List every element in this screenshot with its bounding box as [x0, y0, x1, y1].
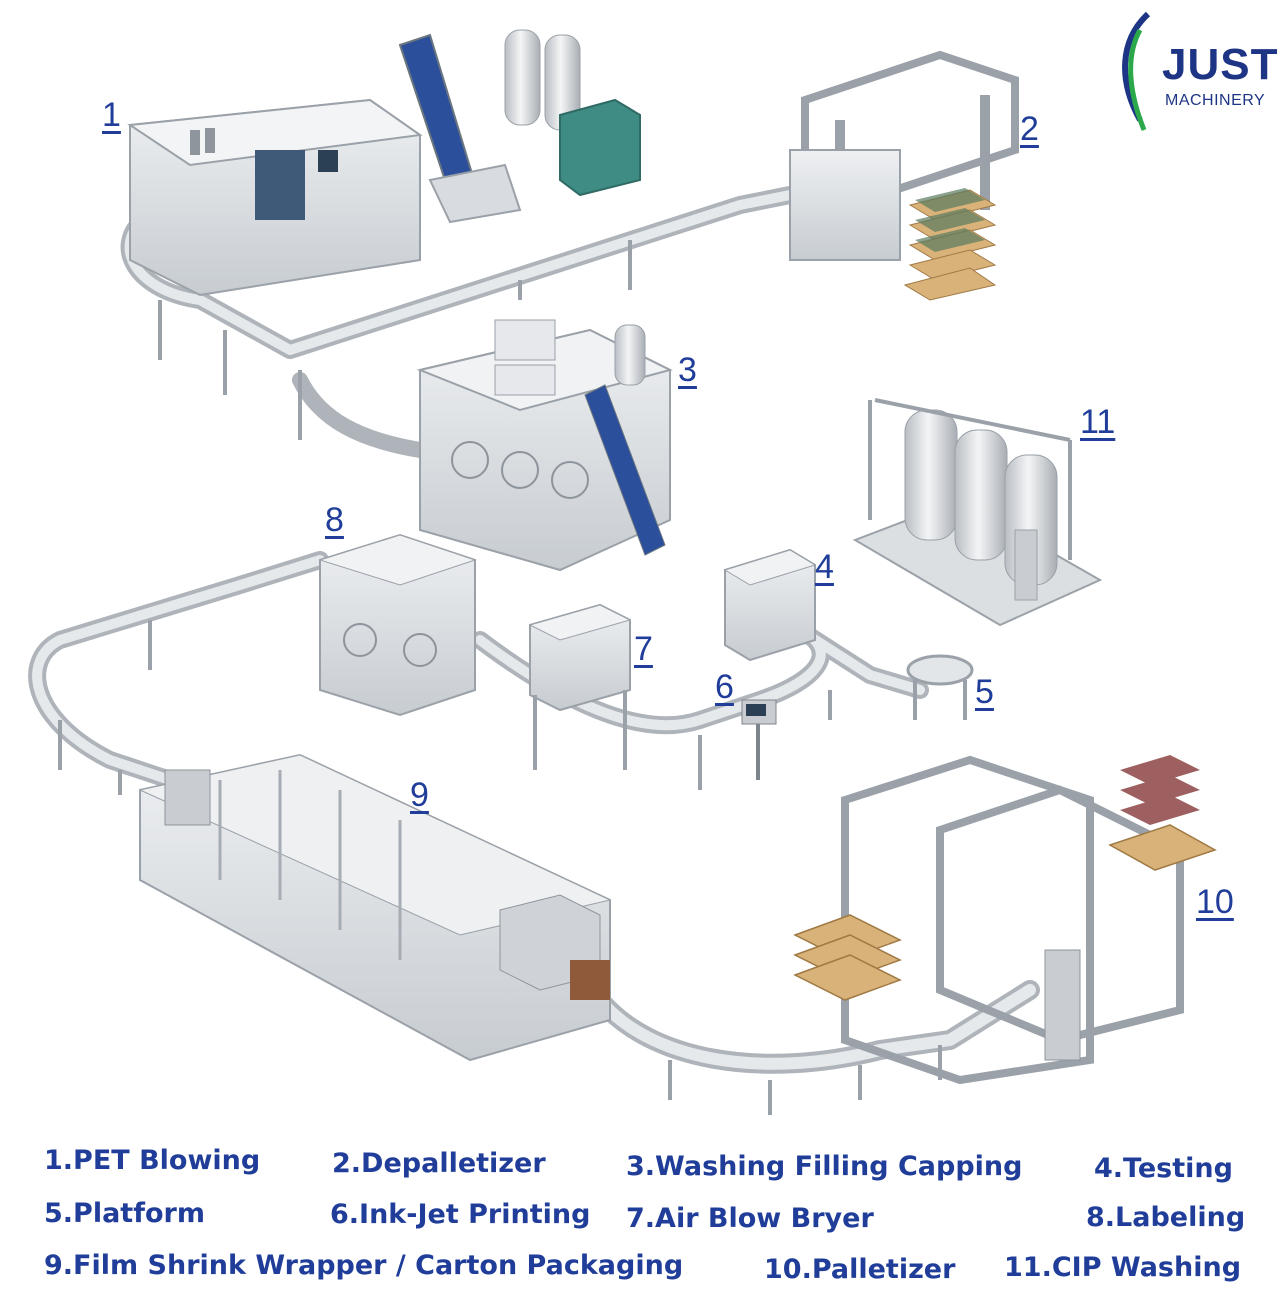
legend-item-2: 2.Depalletizer	[332, 1148, 546, 1179]
station-number-11: 11	[1080, 403, 1116, 441]
station-number-1: 1	[102, 96, 121, 134]
station-number-3: 3	[678, 351, 697, 389]
legend-item-9: 9.Film Shrink Wrapper / Carton Packaging	[44, 1250, 684, 1281]
air-blow-dryer	[528, 603, 632, 770]
legend-item-11: 11.CIP Washing	[1004, 1252, 1242, 1283]
legend-item-5: 5.Platform	[44, 1198, 205, 1229]
station-number-10: 10	[1196, 883, 1234, 921]
legend-item-6: 6.Ink-Jet Printing	[330, 1199, 591, 1230]
ink-jet-printer	[741, 699, 777, 780]
testing-machine	[723, 548, 817, 662]
legend-item-7: 7.Air Blow Bryer	[626, 1203, 874, 1234]
legend-item-10: 10.Palletizer	[764, 1254, 956, 1285]
conveyor-legs	[58, 240, 942, 1115]
station-number-2: 2	[1020, 110, 1039, 148]
station-number-4: 4	[815, 548, 834, 586]
logo-name: JUST	[1162, 40, 1279, 89]
production-line-illustration	[28, 29, 1217, 1115]
cip-washing-system	[852, 398, 1103, 627]
depalletizer-machine	[789, 50, 1019, 301]
rotary-platform	[906, 654, 974, 720]
legend-item-3: 3.Washing Filling Capping	[626, 1151, 1023, 1182]
station-number-8: 8	[325, 501, 344, 539]
washing-filling-capping-machine	[416, 319, 673, 572]
legend-item-8: 8.Labeling	[1086, 1202, 1246, 1233]
station-number-5: 5	[975, 673, 994, 711]
palletizer-machine	[793, 755, 1217, 1085]
station-number-9: 9	[410, 776, 429, 814]
legend-item-1: 1.PET Blowing	[44, 1145, 261, 1176]
station-number-6: 6	[715, 668, 734, 706]
labeling-machine	[318, 533, 477, 717]
company-logo: JUST MACHINERY	[1110, 10, 1279, 135]
bottle-stack	[1120, 755, 1200, 825]
legend-item-4: 4.Testing	[1094, 1153, 1233, 1184]
logo-swoosh-icon	[1122, 11, 1151, 131]
wood-pallets	[793, 824, 1217, 1001]
conveyor-middle	[292, 372, 428, 458]
station-number-7: 7	[634, 630, 653, 668]
pet-blowing-machine	[127, 29, 641, 297]
logo-subtitle: MACHINERY	[1165, 92, 1266, 109]
shrink-wrapper-carton-packaging	[138, 753, 612, 1062]
